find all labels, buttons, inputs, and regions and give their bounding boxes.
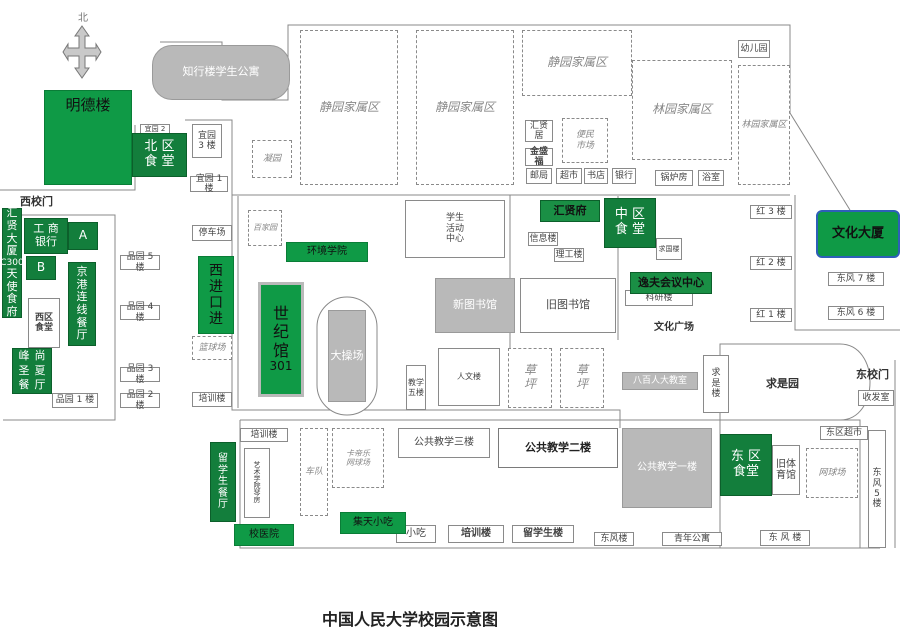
mail-room: 收发室 xyxy=(858,390,894,406)
student-activity-center: 学生活动中心 xyxy=(405,200,505,258)
environment-school[interactable]: 环境学院 xyxy=(286,242,368,262)
ningyuan: 凝园 xyxy=(252,140,292,178)
fengshang-restaurant[interactable]: 峰尚圣夏餐厅 xyxy=(12,348,52,394)
tennis-court: 网球场 xyxy=(806,448,858,498)
dongfeng-building-a: 东风楼 xyxy=(594,532,634,546)
xijin-entrance[interactable]: 西进口进 xyxy=(198,256,234,334)
map-title: 中国人民大学校园示意图 xyxy=(322,610,499,629)
east-supermarket: 东区超市 xyxy=(820,426,868,440)
qiuguo-building: 求国楼 xyxy=(656,238,682,260)
huixianju: 汇贤居 xyxy=(525,120,553,142)
baijiayuan: 百家园 xyxy=(248,210,282,246)
culture-tower[interactable]: 文化大厦 xyxy=(816,210,900,258)
west-canteen: 西区食堂 xyxy=(28,298,60,348)
west-gate: 西校门 xyxy=(20,195,53,208)
huixian-restaurant[interactable]: 汇贤府 xyxy=(540,200,600,222)
linyuan-residence-a: 林园家属区 xyxy=(632,60,732,160)
public-teaching-2: 公共教学二楼 xyxy=(498,428,618,468)
pinyuan-1: 品园 1 楼 xyxy=(52,393,98,408)
old-gym: 旧体育馆 xyxy=(772,445,800,495)
jitian-snack[interactable]: 集天小吃 xyxy=(340,512,406,534)
training-building-a: 培训楼 xyxy=(192,392,232,407)
kindergarten: 幼儿园 xyxy=(738,40,770,58)
snack-shop: 小吃 xyxy=(396,525,436,543)
parking-lot: 停车场 xyxy=(192,225,232,241)
humanities-building: 人文楼 xyxy=(438,348,500,406)
east-gate: 东校门 xyxy=(856,368,889,381)
lawn-a: 草坪 xyxy=(508,348,552,408)
motor-pool: 车队 xyxy=(300,428,328,516)
linyuan-residence-b: 林园家属区 xyxy=(738,65,790,185)
pinyuan-5: 品园 5 楼 xyxy=(120,252,160,273)
qiushi-building: 求是楼 xyxy=(703,355,729,413)
block-b[interactable]: B xyxy=(26,256,56,280)
post-office: 邮局 xyxy=(526,168,552,184)
dongfeng-7: 东风 7 楼 xyxy=(828,272,884,286)
pinyuan-3: 品园 3 楼 xyxy=(120,364,160,385)
teaching-building-5: 教学五楼 xyxy=(406,365,426,410)
info-building: 信息楼 xyxy=(528,232,558,246)
hong-1: 红 1 楼 xyxy=(750,308,792,322)
jingyuan-residence-b: 静园家属区 xyxy=(416,30,514,185)
pinyuan-2: 品园 2 楼 xyxy=(120,390,160,411)
old-library: 旧图书馆 xyxy=(520,278,616,333)
boiler-room: 锅炉房 xyxy=(655,170,693,186)
qiushi-garden: 求是园 xyxy=(766,377,799,390)
public-teaching-1: 公共教学一楼 xyxy=(622,428,712,508)
central-canteen[interactable]: 中 区食 堂 xyxy=(604,198,656,248)
jinshengfu: 金盛福 xyxy=(525,147,553,167)
jinggang-restaurant[interactable]: 京港连线餐厅 xyxy=(68,262,96,346)
dongfeng-6: 东风 6 楼 xyxy=(828,306,884,320)
supermarket: 超市 xyxy=(556,168,582,184)
huixian-hotel[interactable]: 汇贤大 厦 C300 天使食府 xyxy=(0,206,24,319)
north-label: 北 xyxy=(78,13,88,24)
zhixing-apartment: 知行楼学生公寓 xyxy=(152,45,290,100)
culture-square: 文化广场 xyxy=(654,322,694,333)
dongfeng-building-b: 东 风 楼 xyxy=(760,530,810,546)
basketball-court: 篮球场 xyxy=(192,336,232,360)
jingyuan-residence-c: 静园家属区 xyxy=(522,30,632,96)
compass-arrows-icon xyxy=(62,25,102,79)
icbc-block-a[interactable]: A xyxy=(68,222,98,250)
bathhouse: 浴室 xyxy=(698,170,724,186)
foreign-student-building: 留学生楼 xyxy=(512,525,574,543)
kadile-tennis: 卡帝乐网球场 xyxy=(332,428,384,488)
bianmin-market: 便民市场 xyxy=(562,118,608,163)
training-building-b: 培训楼 xyxy=(240,428,288,442)
icbc-bank[interactable]: 工 商银行 xyxy=(24,218,68,254)
pinyuan-4: 品园 4 楼 xyxy=(120,302,160,323)
foreign-student-canteen[interactable]: 留学生餐厅 xyxy=(210,442,236,522)
yifu-conference-center[interactable]: 逸夫会议中心 xyxy=(630,272,712,294)
hong-3: 红 3 楼 xyxy=(750,205,792,219)
north-canteen[interactable]: 北 区食 堂 xyxy=(132,133,187,177)
public-teaching-3: 公共教学三楼 xyxy=(398,428,490,458)
yiyuan-1: 宜园 1 楼 xyxy=(190,174,228,194)
800-seat-hall: 八百人大教室 xyxy=(622,372,698,390)
training-building-c: 培训楼 xyxy=(448,525,504,543)
mingde-building[interactable]: 明德楼 xyxy=(44,90,132,185)
lawn-b: 草坪 xyxy=(560,348,604,408)
main-sports-field: 大操场 xyxy=(328,310,366,402)
jingyuan-residence-a: 静园家属区 xyxy=(300,30,398,185)
hong-2: 红 2 楼 xyxy=(750,256,792,270)
school-clinic[interactable]: 校医院 xyxy=(234,524,294,546)
new-library: 新图书馆 xyxy=(435,278,515,333)
bank: 银行 xyxy=(612,168,636,184)
youth-apartment: 青年公寓 xyxy=(662,532,722,546)
bookstore: 书店 xyxy=(584,168,608,184)
arts-piano-room: 艺术学院琴房 xyxy=(244,448,270,518)
science-building: 理工楼 xyxy=(554,248,584,262)
east-canteen[interactable]: 东 区食堂 xyxy=(720,434,772,496)
